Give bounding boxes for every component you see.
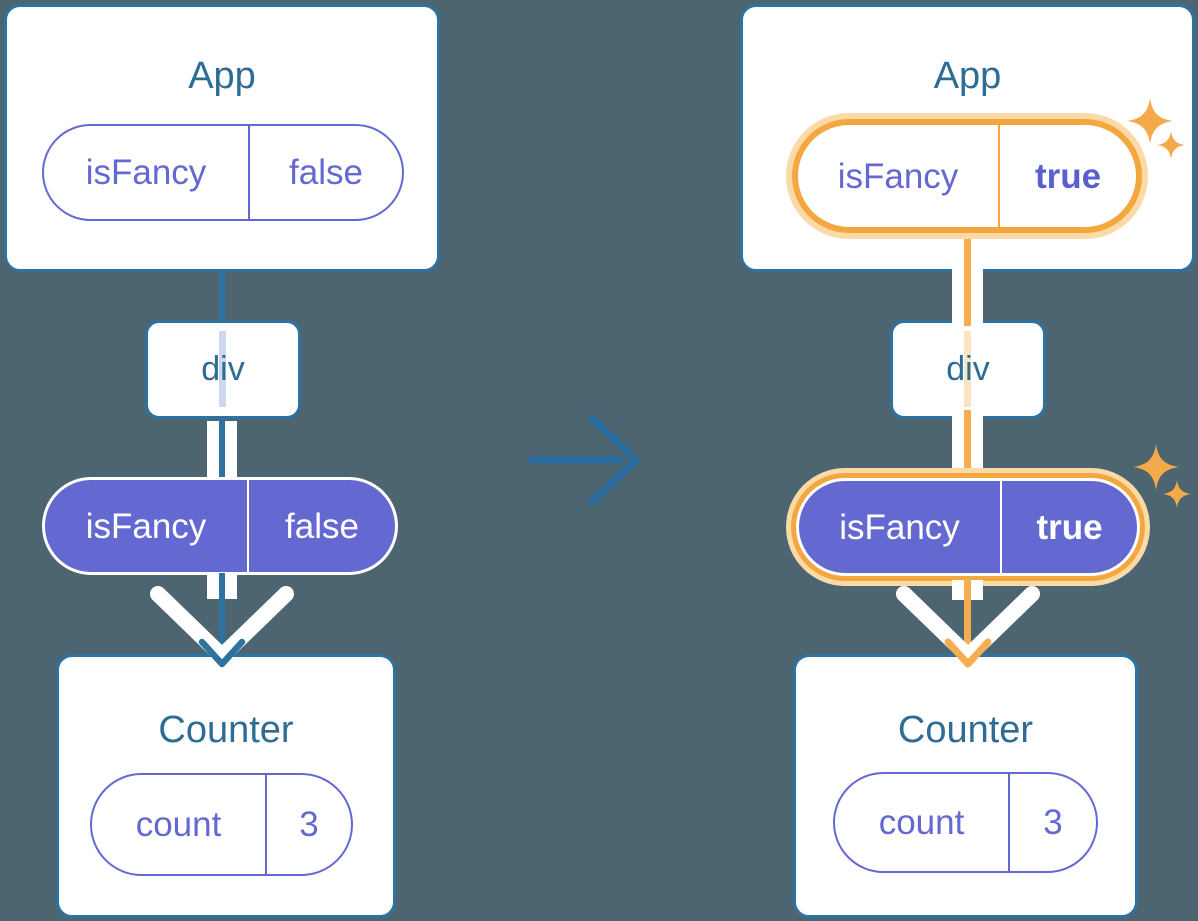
- state-flow-line: [219, 573, 225, 660]
- app-card-left: App isFancy false: [4, 4, 440, 272]
- state-value: 3: [1008, 774, 1096, 871]
- prop-flow-line-orange: [964, 239, 971, 326]
- arrowhead-icon: [198, 638, 246, 668]
- sparkle-icon: [1133, 444, 1179, 490]
- state-name: count: [878, 803, 965, 842]
- counter-card-right: Counter count 3: [793, 654, 1138, 918]
- state-value: false: [248, 126, 402, 219]
- prop-flow-line-orange: [964, 410, 971, 482]
- app-title: App: [188, 55, 256, 97]
- prop-passthrough-line-pale: [964, 331, 971, 407]
- counter-card-left: Counter count 3: [56, 654, 396, 918]
- div-card-right: div: [890, 320, 1046, 419]
- sparkle-icon: [1163, 480, 1191, 508]
- prop-name: isFancy: [85, 506, 207, 546]
- state-value: 3: [265, 775, 351, 874]
- state-pill-counter: count 3: [833, 772, 1098, 873]
- prop-pill-isfancy-highlighted: isFancy true: [796, 478, 1140, 576]
- app-title: App: [933, 55, 1002, 97]
- state-pill-counter: count 3: [90, 773, 353, 876]
- state-flow-line: [219, 270, 225, 322]
- prop-name: isFancy: [839, 507, 960, 547]
- counter-title: Counter: [158, 709, 294, 751]
- prop-value: false: [247, 480, 395, 572]
- counter-title: Counter: [897, 709, 1034, 751]
- state-name: count: [135, 805, 222, 844]
- arrowhead-icon: [944, 638, 992, 668]
- prop-flow-line-orange: [964, 578, 971, 662]
- div-label: div: [946, 350, 990, 388]
- prop-pill-isfancy: isFancy false: [42, 477, 398, 575]
- state-value: true: [998, 125, 1136, 227]
- state-name: isFancy: [837, 156, 959, 196]
- prop-flow-chevron-icon: [150, 586, 294, 664]
- prop-passthrough-line-pale: [219, 331, 226, 407]
- state-pill-app: isFancy false: [42, 124, 404, 221]
- transition-arrow-icon: [528, 414, 640, 506]
- sparkle-icon: [1127, 98, 1173, 144]
- div-card-left: div: [145, 320, 301, 419]
- sparkle-icon: [1157, 131, 1185, 159]
- state-flow-line: [219, 419, 225, 479]
- div-label: div: [201, 350, 245, 388]
- state-name: isFancy: [85, 153, 207, 192]
- prop-flow-chevron-icon: [896, 586, 1040, 664]
- app-card-right: App isFancy true: [740, 4, 1195, 272]
- state-pill-app-highlighted: isFancy true: [792, 119, 1142, 233]
- prop-value: true: [1000, 481, 1137, 573]
